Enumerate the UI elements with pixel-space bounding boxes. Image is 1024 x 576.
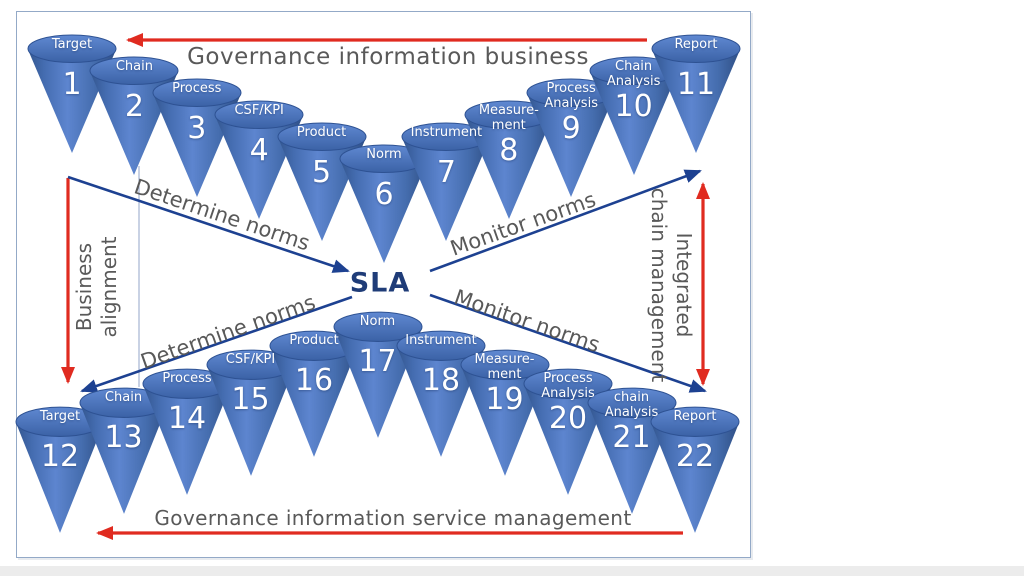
cone-label: Report: [674, 37, 718, 52]
cone-label: Norm: [359, 314, 396, 329]
cone-label: Norm: [366, 147, 402, 162]
cone-label: Process Analysis: [541, 371, 595, 401]
cone-shape: [464, 100, 554, 220]
cone-number: 17: [358, 344, 397, 379]
business-alignment-label: Business alignment: [72, 236, 121, 338]
cone-label: Measure- ment: [478, 103, 539, 133]
cone-shape: [339, 144, 429, 264]
cone-12: Target 12: [14, 405, 106, 535]
top-banner-title: Governance information business: [187, 44, 589, 70]
bottom-banner-title: Governance information service managemen…: [154, 506, 632, 530]
cone-shape: [333, 311, 422, 438]
cone-shape: [589, 56, 679, 176]
cone-label: Report: [673, 409, 717, 424]
cone-label: Chain: [115, 59, 153, 74]
cone-shape: [651, 34, 741, 154]
cone-number: 2: [124, 89, 144, 124]
cone-number: 6: [374, 177, 394, 212]
cone-label: Target: [39, 409, 81, 424]
screenshot-bottom-strip: [0, 566, 1024, 576]
cone-label: Measure- ment: [474, 352, 535, 382]
cone-17: Norm 17: [332, 310, 424, 440]
cone-number: 22: [675, 439, 715, 474]
sla-label: SLA: [349, 267, 411, 299]
cone-22: Report 22: [649, 405, 741, 535]
cone-number: 7: [436, 155, 456, 190]
cone-number: 10: [614, 89, 653, 124]
cone-shape: [526, 78, 616, 198]
cone-label: Target: [51, 37, 93, 52]
cone-13: Chain 13: [78, 386, 170, 516]
cone-number: 1: [62, 67, 82, 102]
cone-number: 19: [485, 382, 524, 417]
cone-number: 12: [40, 439, 80, 474]
cone-number: 20: [548, 401, 588, 436]
cone-label: Chain: [104, 390, 143, 405]
cone-shape: [650, 406, 740, 533]
cone-number: 4: [249, 133, 269, 168]
cone-number: 11: [676, 67, 716, 102]
cone-label: Instrument: [410, 125, 483, 140]
cone-label: Process: [172, 81, 222, 96]
cone-number: 13: [104, 420, 143, 455]
cone-number: 21: [612, 420, 651, 455]
cone-shape: [15, 406, 105, 533]
cone-label: CSF/KPI: [234, 103, 284, 118]
cone-label: Process Analysis: [544, 81, 598, 111]
cone-number: 3: [187, 111, 207, 146]
integrated-chain-management-label: Integrated chain management: [647, 187, 696, 383]
cone-11: Report 11: [650, 33, 742, 155]
cone-number: 5: [312, 155, 332, 190]
cone-number: 16: [294, 363, 334, 398]
cone-label: Product: [296, 125, 347, 140]
cone-number: 18: [421, 363, 461, 398]
cone-label: chain Analysis: [604, 390, 659, 420]
cone-number: 9: [561, 111, 581, 146]
cone-6: Norm 6: [338, 143, 430, 265]
cone-label: Process: [162, 371, 212, 386]
cone-number: 15: [231, 382, 270, 417]
cone-label: Product: [289, 333, 339, 348]
cone-label: Instrument: [405, 333, 477, 348]
cone-label: CSF/KPI: [225, 352, 276, 367]
cone-number: 8: [499, 133, 519, 168]
cone-label: Chain Analysis: [606, 59, 661, 89]
cone-number: 14: [167, 401, 207, 436]
cone-shape: [587, 387, 676, 514]
